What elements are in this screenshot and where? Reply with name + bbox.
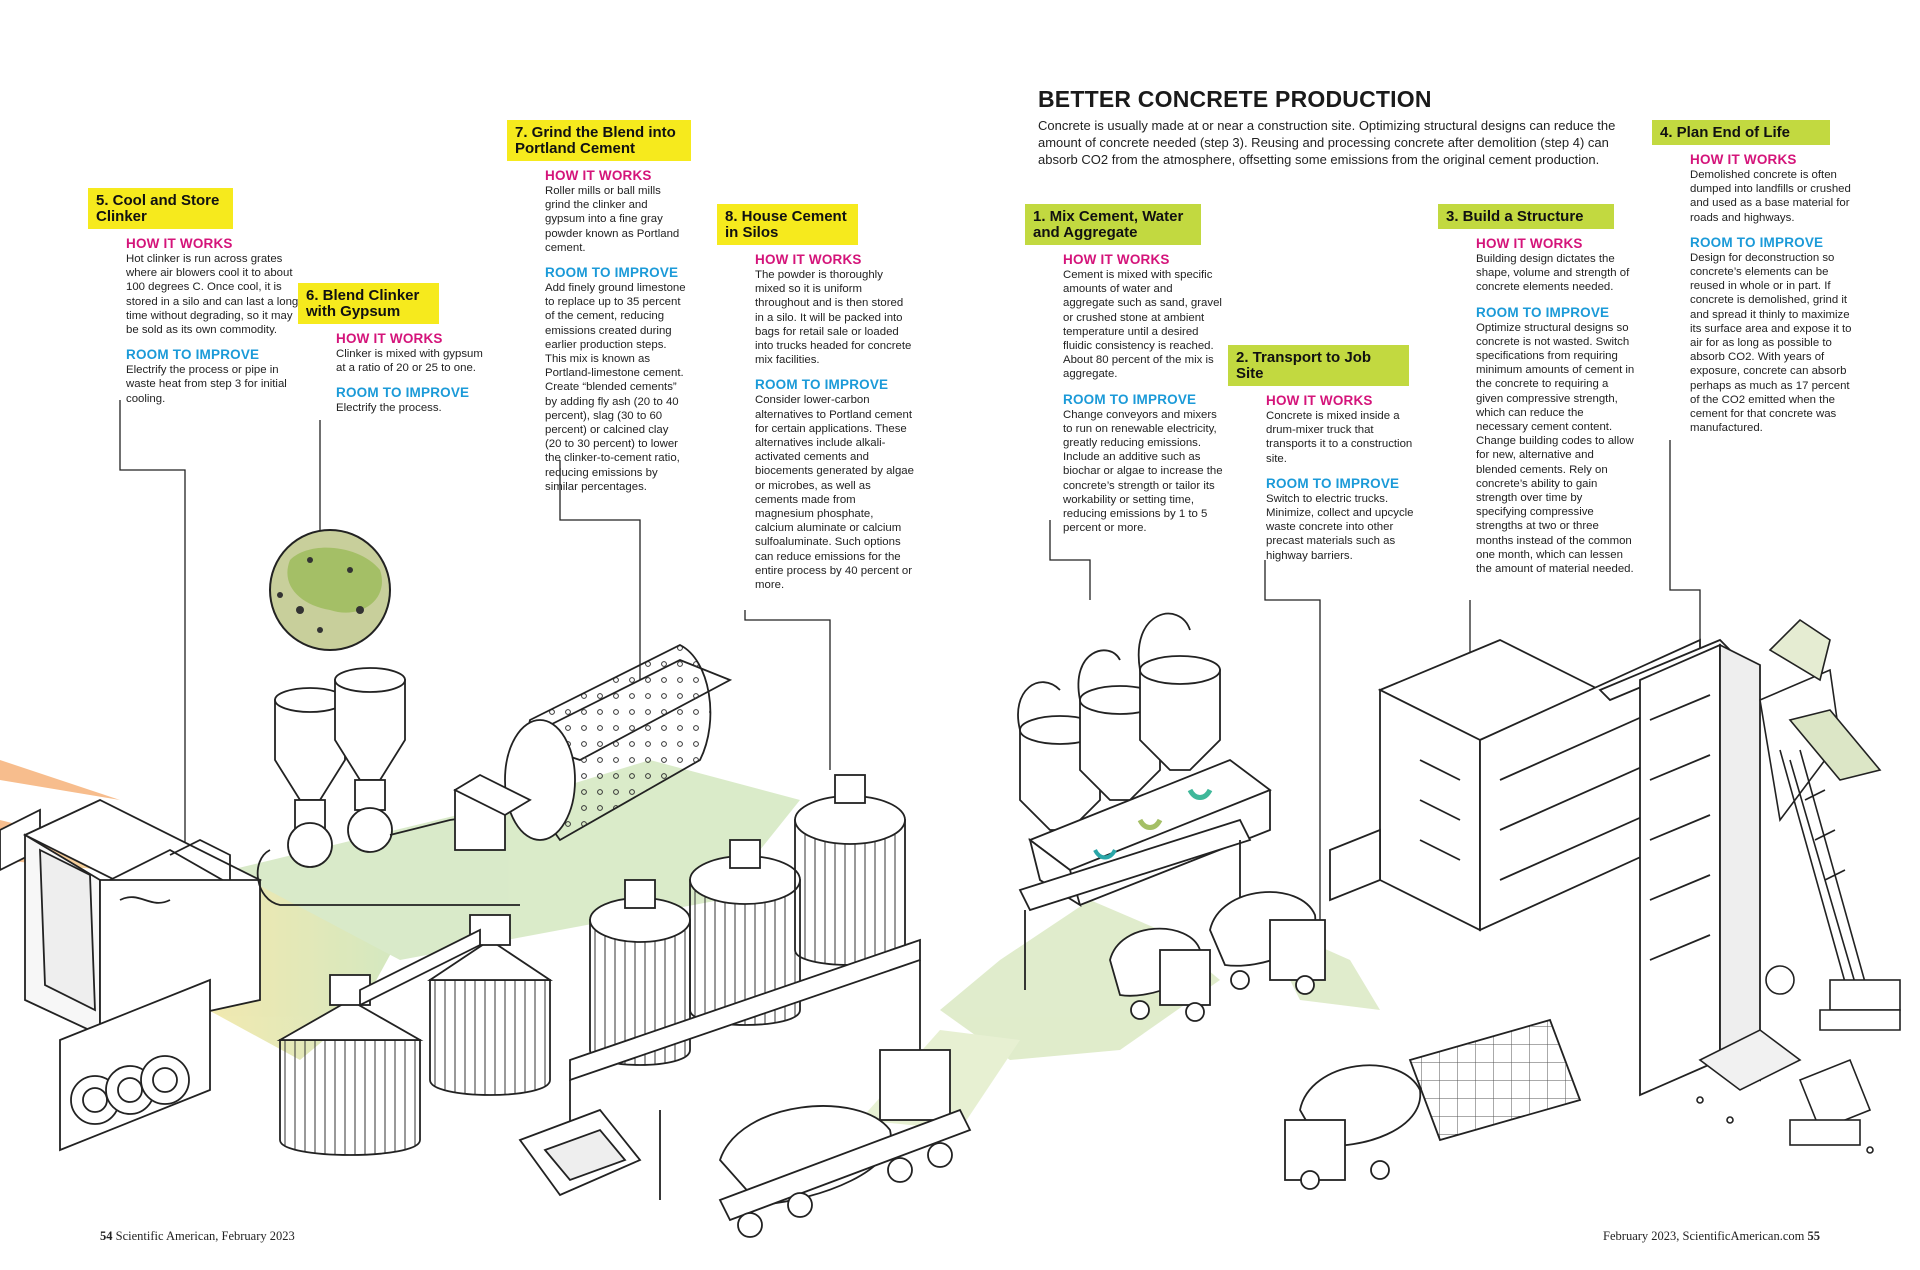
step-2-how-text: Concrete is mixed inside a drum-mixer tr… [1266,410,1413,465]
step-7-improve-text: Add finely ground limestone to replace u… [545,282,686,493]
cement-truck [718,1049,972,1238]
step-8-improve-text: Consider lower-carbon alternatives to Po… [755,394,914,592]
step-3-improve-text: Optimize structural designs so concrete … [1476,321,1635,576]
leader-lines [119,400,1701,920]
intro-paragraph: Concrete is usually made at or near a co… [1038,118,1616,167]
step-8-card: 8. House Cement in Silos HOW IT WORKS Th… [717,204,917,602]
mixing-plant [1017,612,1272,990]
step-1-how-label: HOW IT WORKS [1063,252,1170,267]
step-8-how-text: The powder is thoroughly mixed so it is … [755,269,912,367]
step-8-how-label: HOW IT WORKS [755,252,862,267]
step-6-card: 6. Blend Clinker with Gypsum HOW IT WORK… [298,283,483,426]
step-6-how-text: Clinker is mixed with gypsum at a ratio … [336,348,483,375]
step-8-improve-label: ROOM TO IMPROVE [755,377,889,393]
step-2-improve-text: Switch to electric trucks. Minimize, col… [1266,492,1414,562]
blend-hoppers [256,667,521,906]
step-1-title: 1. Mix Cement, Water and Aggregate [1025,204,1201,245]
step-2-improve-label: ROOM TO IMPROVE [1266,475,1400,491]
step-1-improve-label: ROOM TO IMPROVE [1063,391,1197,407]
demolition-site [1696,618,1901,1154]
step-3-how-text: Building design dictates the shape, volu… [1476,253,1630,294]
step-4-how-text: Demolished concrete is often dumped into… [1690,169,1851,224]
step-2-how-label: HOW IT WORKS [1266,393,1373,408]
step-5-how-text: Hot clinker is run across grates where a… [126,253,299,337]
step-4-improve-label: ROOM TO IMPROVE [1690,234,1824,250]
step-6-improve-text: Electrify the process. [336,402,442,415]
step-6-improve-label: ROOM TO IMPROVE [336,385,470,401]
step-3-how-label: HOW IT WORKS [1476,236,1583,251]
footer-left-text: Scientific American, February 2023 [115,1229,295,1243]
step-3-improve-label: ROOM TO IMPROVE [1476,304,1610,320]
step-4-card: 4. Plan End of Life HOW IT WORKS Demolis… [1652,120,1867,445]
step-2-card: 2. Transport to Job Site HOW IT WORKS Co… [1228,345,1428,573]
step-6-title: 6. Blend Clinker with Gypsum [298,283,439,324]
ball-mill [453,643,733,851]
step-5-improve-label: ROOM TO IMPROVE [126,347,260,363]
step-6-how-label: HOW IT WORKS [336,331,443,346]
step-1-improve-text: Change conveyors and mixers to run on re… [1063,408,1223,535]
step-1-card: 1. Mix Cement, Water and Aggregate HOW I… [1025,204,1230,545]
step-7-card: 7. Grind the Blend into Portland Cement … [507,120,691,504]
step-7-how-text: Roller mills or ball mills grind the cli… [545,185,680,254]
step-3-title: 3. Build a Structure [1438,204,1614,229]
step-5-how-label: HOW IT WORKS [126,236,233,251]
step-4-title: 4. Plan End of Life [1652,120,1830,145]
page-title: BETTER CONCRETE PRODUCTION [1038,86,1432,112]
step-1-how-text: Cement is mixed with specific amounts of… [1063,269,1222,381]
step-4-how-label: HOW IT WORKS [1690,152,1797,167]
step-7-improve-label: ROOM TO IMPROVE [545,265,679,281]
building [1329,638,1761,1097]
step-5-card: 5. Cool and Store Clinker HOW IT WORKS H… [88,188,298,416]
step-4-improve-text: Design for deconstruction so concrete’s … [1690,251,1852,435]
mixer-trucks [1109,891,1582,1190]
footer-right-text: February 2023, ScientificAmerican.com [1603,1229,1805,1243]
clinker-silo [276,914,553,1156]
clinker-magnifier [269,529,391,651]
clinker-cooler [0,799,263,1152]
footer-left: 54 Scientific American, February 2023 [100,1229,295,1244]
step-7-how-label: HOW IT WORKS [545,168,652,183]
footer-right: February 2023, ScientificAmerican.com 55 [1603,1229,1820,1244]
step-5-improve-text: Electrify the process or pipe in waste h… [126,364,287,405]
step-5-title: 5. Cool and Store Clinker [88,188,233,229]
step-2-title: 2. Transport to Job Site [1228,345,1409,386]
step-3-card: 3. Build a Structure HOW IT WORKS Buildi… [1438,204,1638,586]
cement-silos [518,774,921,1200]
page-number-right: 55 [1807,1229,1821,1243]
step-8-title: 8. House Cement in Silos [717,204,858,245]
step-7-title: 7. Grind the Blend into Portland Cement [507,120,691,161]
page-number-left: 54 [100,1229,113,1243]
